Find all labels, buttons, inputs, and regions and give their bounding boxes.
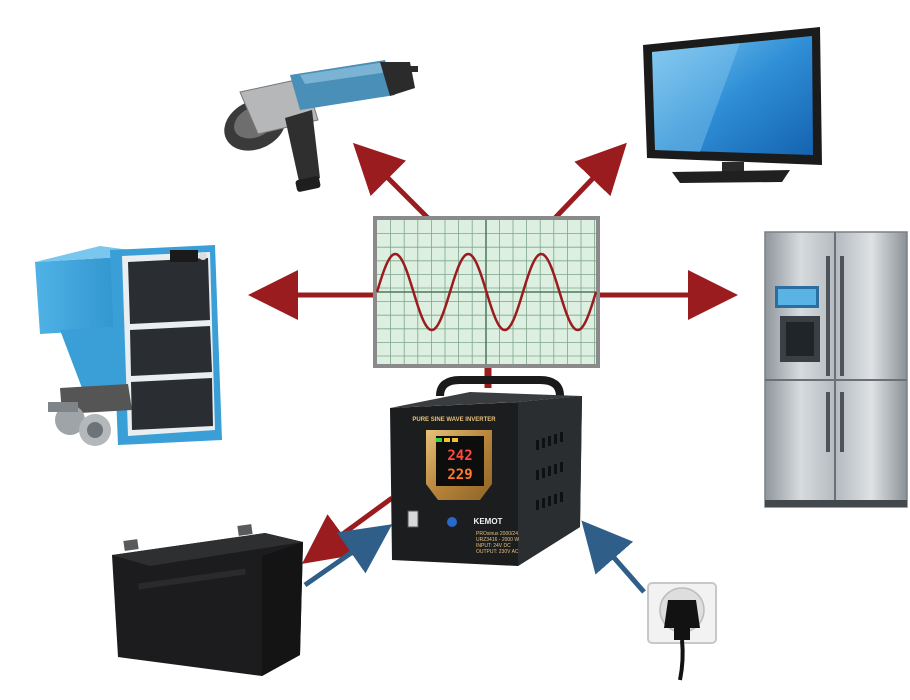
arrow-socket-to-inverter — [581, 520, 646, 594]
inverter-model-line: OUTPUT: 230V AC — [476, 549, 519, 555]
inverter-display-top: 242 — [447, 448, 472, 464]
refrigerator-icon — [764, 231, 908, 508]
inverter-display-bottom: 229 — [447, 467, 472, 483]
arrow-to-grinder — [352, 142, 430, 220]
sine-wave — [375, 252, 598, 332]
pellet-boiler-icon — [35, 245, 222, 446]
power-switch — [407, 510, 419, 528]
inverter-icon: PURE SINE WAVE INVERTER 242 229 KEMOT PR… — [390, 376, 582, 566]
arrow-inverter-to-battery — [301, 495, 394, 564]
arrow-battery-to-inverter — [303, 524, 393, 588]
arrow-to-tv — [553, 142, 627, 220]
inverter-model-line: PROsinus 2000/24 — [476, 531, 518, 537]
wall-socket-icon — [647, 582, 717, 681]
inverter-panel-title: PURE SINE WAVE INVERTER — [412, 417, 496, 423]
angle-grinder-icon — [224, 60, 418, 192]
television-icon — [643, 27, 822, 183]
inverter-model-line: INPUT: 24V DC — [476, 543, 511, 549]
inverter-button — [447, 517, 457, 527]
inverter-display — [436, 436, 484, 486]
oscilloscope-icon — [373, 216, 600, 368]
battery-icon — [112, 524, 303, 676]
inverter-model-line: URZ3416 - 2000 W — [476, 537, 519, 543]
inverter-brand: KEMOT — [474, 517, 503, 526]
